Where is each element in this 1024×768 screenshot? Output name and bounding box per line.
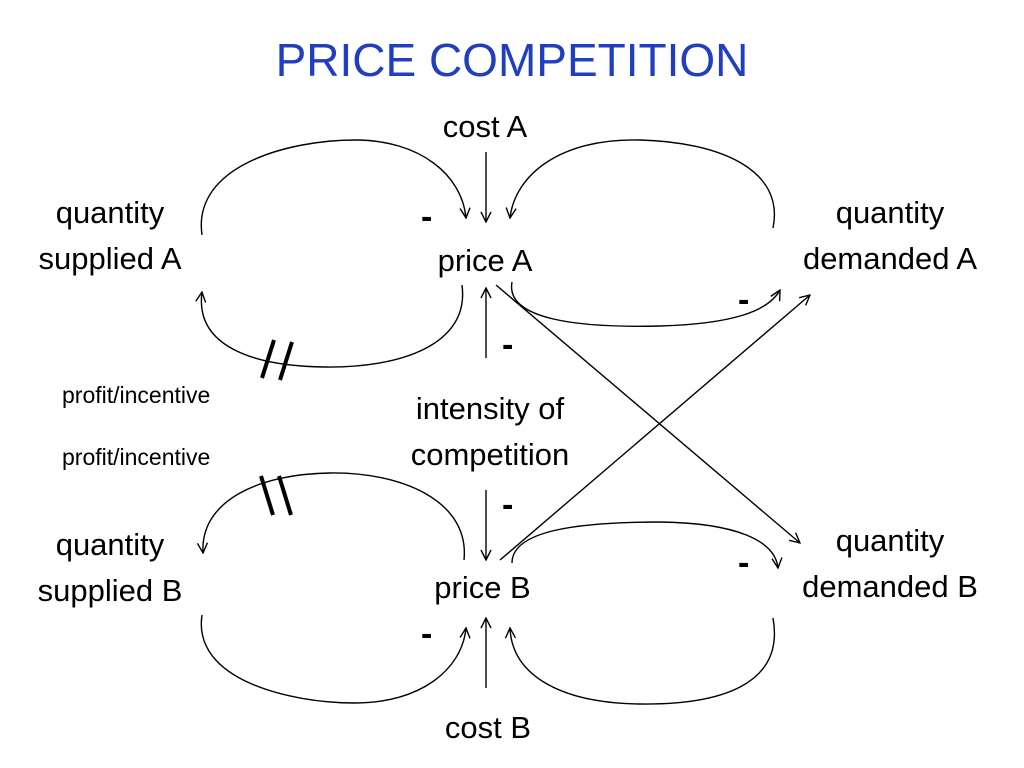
arrow-supply-a-to-price-a [200,139,466,236]
arrow-price-a-to-supply-a [201,284,464,368]
node-quantity-supplied-a: quantity supplied A [10,190,210,282]
delay-label-bottom: profit/incentive [62,444,211,470]
node-quantity-supplied-b-line1: quantity [55,527,165,562]
node-intensity-line2: competition [410,437,570,472]
node-quantity-demanded-a: quantity demanded A [780,190,1000,282]
arrow-supply-b-to-price-b [200,614,466,704]
polarity-intensity-a: - [502,326,514,364]
arrow-demand-b-to-price-b [510,617,776,705]
node-quantity-demanded-b-line2: demanded B [802,569,978,604]
node-quantity-demanded-a-line2: demanded A [802,241,978,276]
arrow-demand-a-to-price-a [510,139,776,229]
polarity-demand-b: - [738,544,750,582]
node-quantity-supplied-a-line2: supplied A [38,241,182,276]
node-intensity-of-competition: intensity of competition [380,386,600,478]
delay-mark-top-1 [260,339,276,379]
arrow-price-b-to-supply-b [203,472,465,561]
polarity-supply-a: - [421,198,433,236]
page-title: PRICE COMPETITION [275,34,749,86]
node-quantity-supplied-b: quantity supplied B [10,522,210,614]
node-quantity-demanded-b-line1: quantity [835,523,945,558]
arrow-price-a-to-demand-a [511,281,780,327]
node-price-a: price A [437,243,533,278]
node-quantity-supplied-a-line1: quantity [55,195,165,230]
node-cost-a: cost A [442,109,528,144]
arrow-price-a-to-demand-b [495,284,800,543]
delay-mark-top-2 [278,341,294,381]
node-intensity-line1: intensity of [415,391,565,426]
polarity-intensity-b: - [502,486,514,524]
node-quantity-supplied-b-line2: supplied B [37,573,183,608]
node-quantity-demanded-a-line1: quantity [835,195,945,230]
node-cost-b: cost B [444,710,532,745]
arrow-price-b-to-demand-b [511,521,778,568]
node-price-b: price B [434,570,531,605]
node-quantity-demanded-b: quantity demanded B [780,518,1000,610]
arrow-price-b-to-demand-a [499,295,810,561]
delay-label-top: profit/incentive [62,382,211,408]
polarity-supply-b: - [421,615,433,653]
delay-mark-bottom-1 [259,475,275,516]
polarity-demand-a: - [738,281,750,319]
delay-mark-bottom-2 [277,475,293,516]
